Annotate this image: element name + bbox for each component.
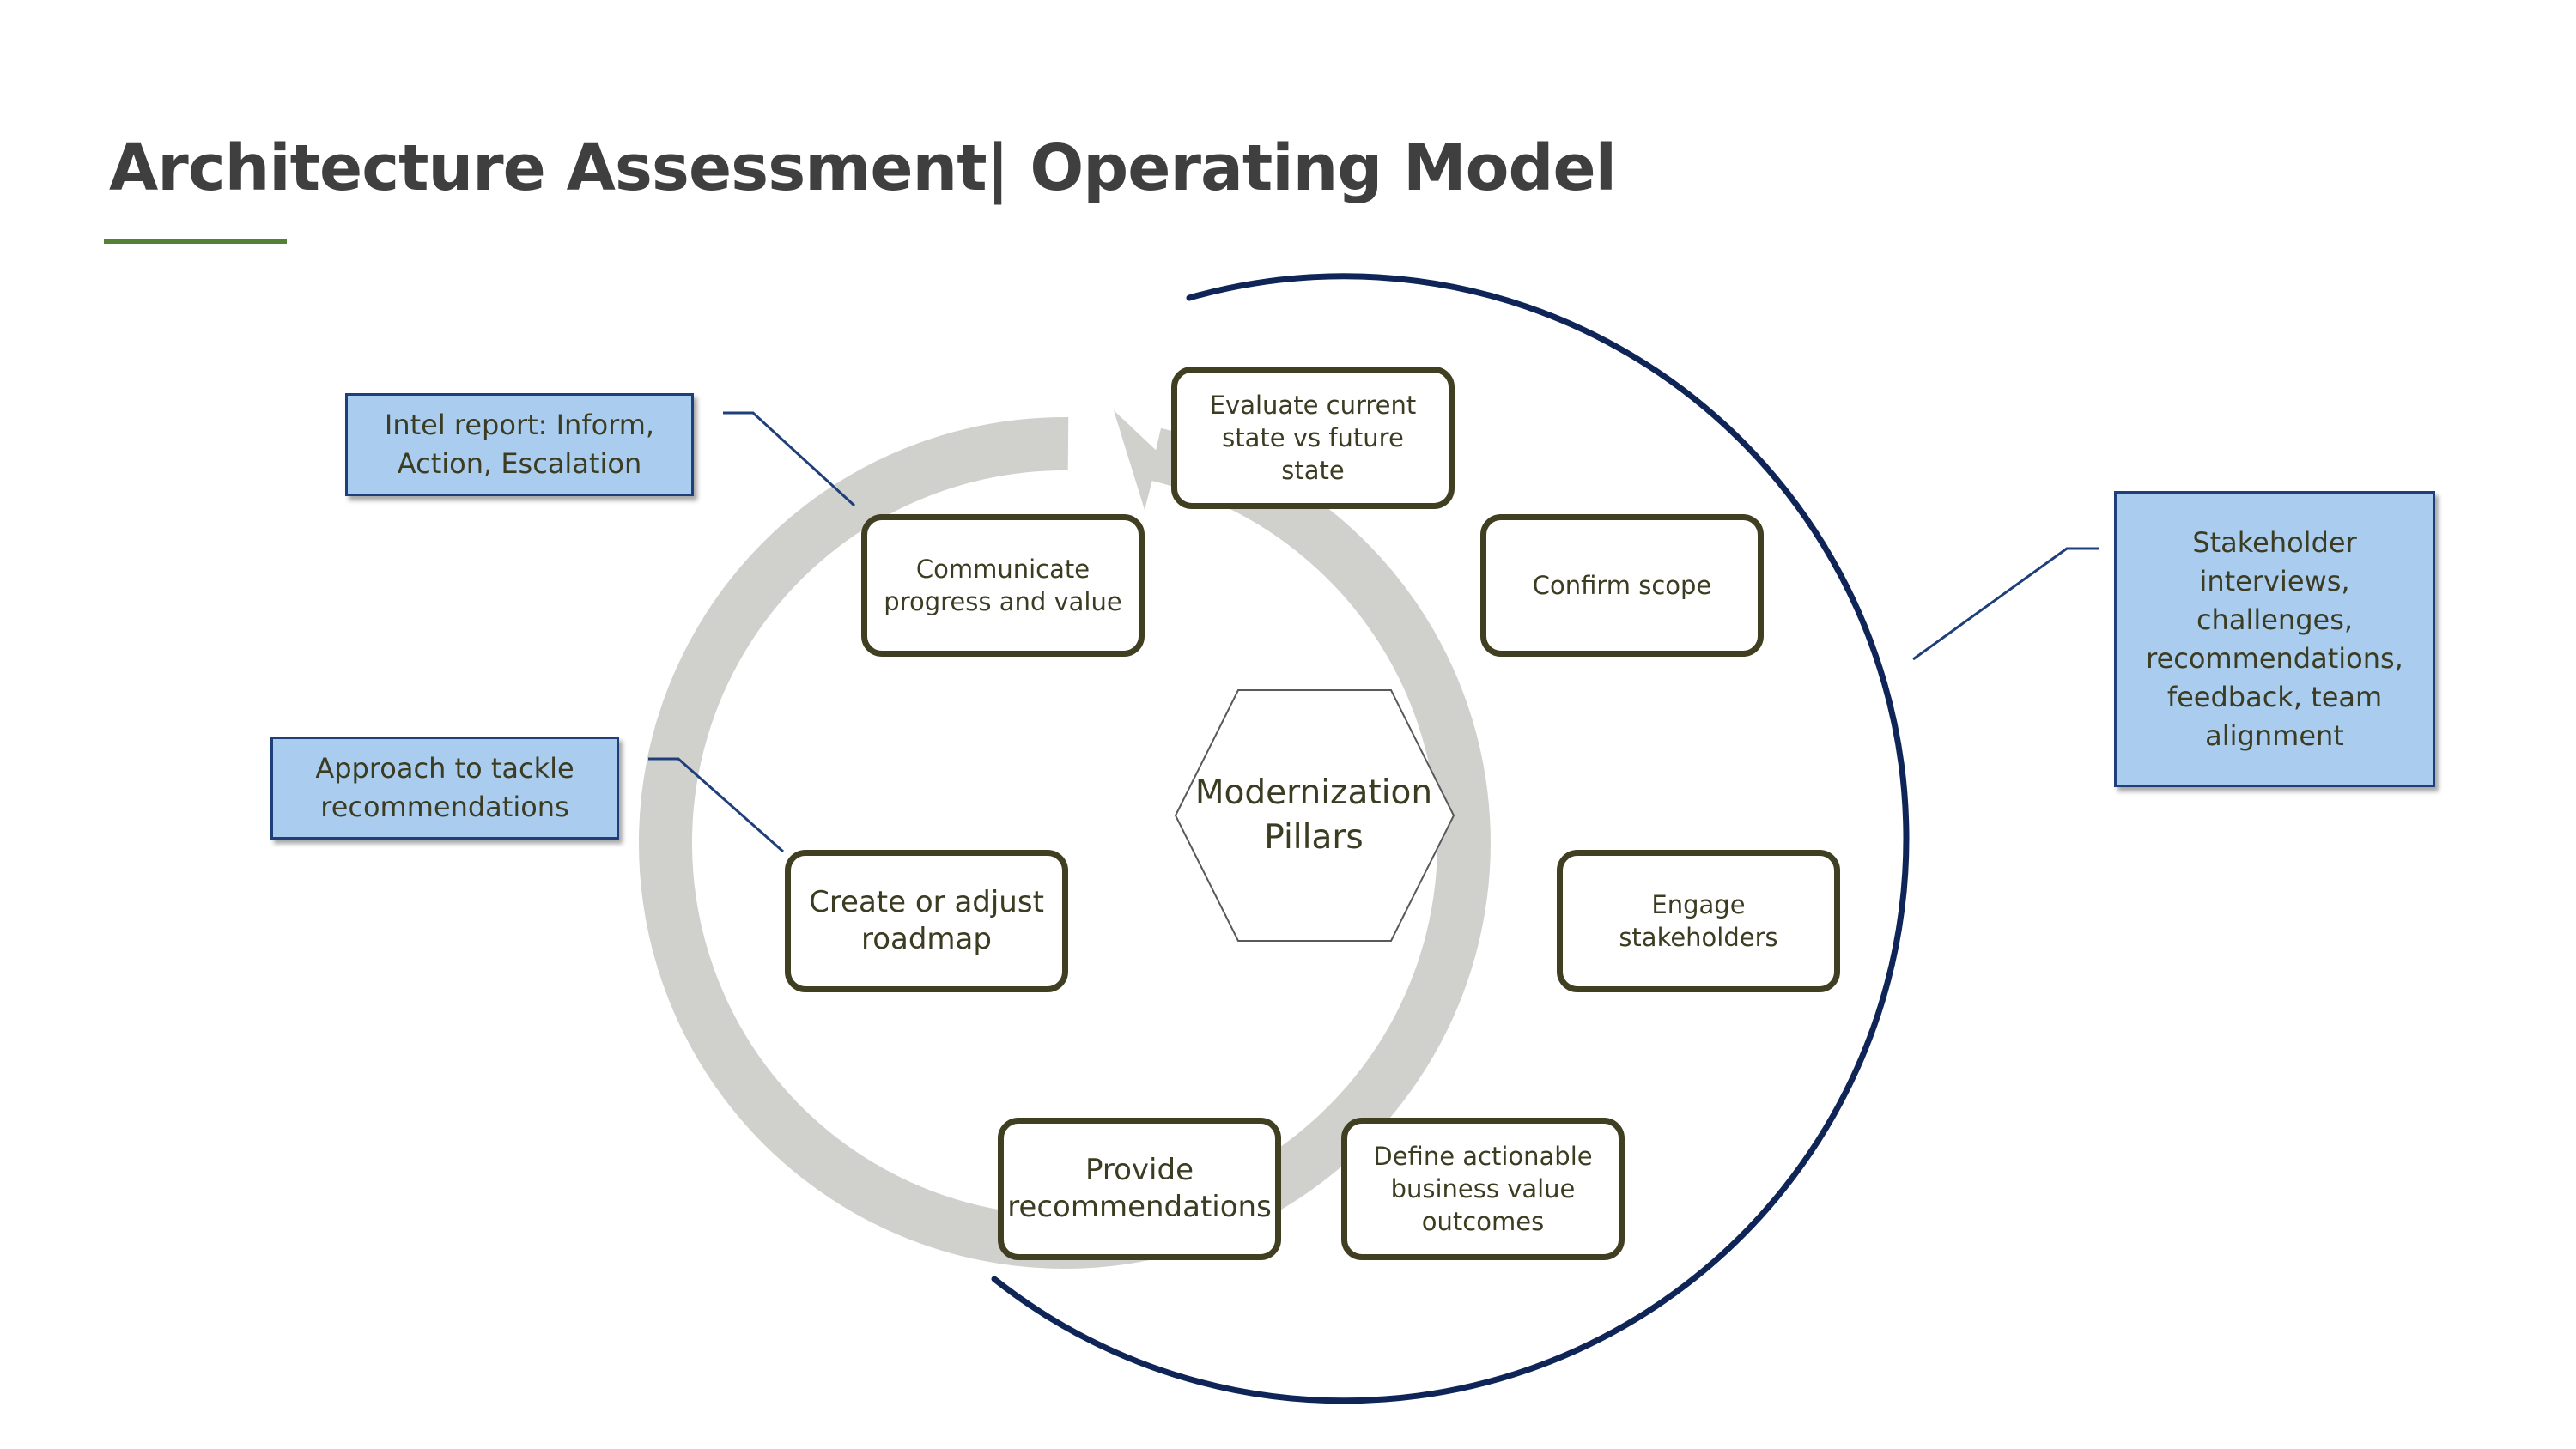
approach-connector	[648, 757, 784, 853]
center-pillars-label: Modernization Pillars	[1194, 773, 1433, 857]
stakeholder-connector	[1912, 547, 2099, 661]
note-approach: Approach to tackle recommendations	[270, 737, 619, 840]
note-intel-report: Intel report: Inform, Action, Escalation	[345, 393, 694, 496]
step-define-business-value[interactable]: Define actionable business value outcome…	[1341, 1118, 1625, 1260]
circular-arrow-icon	[1114, 410, 1159, 510]
step-communicate-progress[interactable]: Communicate progress and value	[861, 514, 1145, 657]
step-create-roadmap[interactable]: Create or adjust roadmap	[785, 850, 1068, 992]
step-confirm-scope[interactable]: Confirm scope	[1480, 514, 1764, 657]
title-underline	[104, 239, 287, 244]
center-hexagon	[1174, 689, 1455, 942]
step-engage-stakeholders[interactable]: Engage stakeholders	[1557, 850, 1840, 992]
page-title: Architecture Assessment| Operating Model	[109, 131, 1617, 205]
intel-report-connector	[723, 411, 856, 507]
step-evaluate-current-state[interactable]: Evaluate current state vs future state	[1171, 367, 1455, 509]
step-provide-recommendations[interactable]: Provide recommendations	[998, 1118, 1281, 1260]
outer-boundary-arc	[991, 273, 1910, 1404]
note-stakeholder: Stakeholder interviews, challenges, reco…	[2114, 491, 2435, 787]
